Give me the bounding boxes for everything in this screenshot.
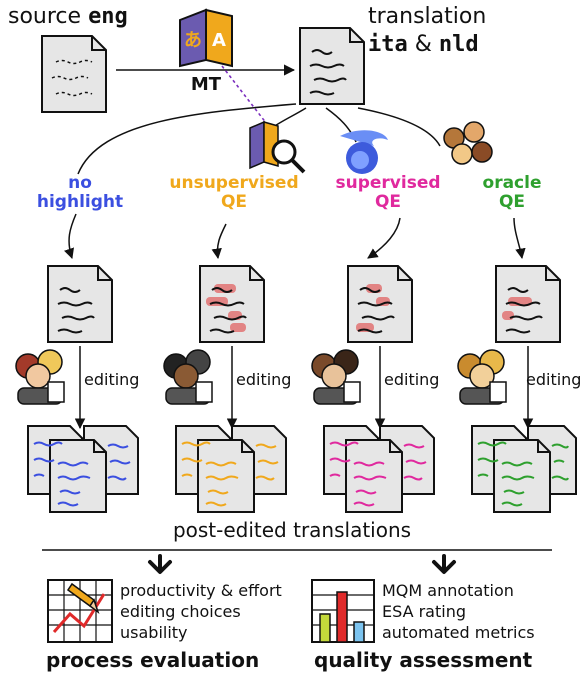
svg-text:あ: あ: [184, 30, 202, 51]
quality-item: ESA rating: [382, 602, 466, 621]
branch-arrows: [77, 103, 441, 175]
condition-label-line2: QE: [498, 192, 526, 212]
process-chart-icon: [47, 579, 113, 643]
quality-chart-icon: [311, 579, 375, 643]
source-document-icon: [41, 35, 107, 113]
draft-document-no-highlight: [47, 265, 113, 343]
condition-label-line2: QE: [220, 192, 248, 212]
condition-label-line1: supervised: [335, 173, 441, 193]
quality-item: MQM annotation: [382, 581, 514, 600]
condition-label-line1: no: [68, 173, 92, 193]
editing-label-1: editing: [84, 370, 140, 389]
mt-link-dashed: [221, 65, 271, 129]
ampersand: &: [414, 32, 432, 57]
editing-label-2: editing: [236, 370, 292, 389]
oracle-qe-icon: [443, 121, 493, 165]
editing-label-4: editing: [526, 370, 582, 389]
editors-icon-3: [311, 349, 361, 405]
svg-text:A: A: [212, 30, 226, 51]
post-edited-label: post-edited translations: [172, 518, 412, 542]
mt-label: MT: [190, 74, 222, 95]
translation-word: translation: [368, 4, 487, 29]
quality-item: automated metrics: [382, 623, 535, 642]
condition-label-line2: highlight: [36, 192, 124, 212]
editors-icon-4: [457, 349, 507, 405]
down-arrows: [64, 213, 526, 260]
condition-label-line1: oracle: [482, 173, 542, 193]
condition-no-highlight: no highlight: [37, 174, 123, 212]
editors-icon-1: [15, 349, 65, 405]
source-label: source eng: [8, 4, 128, 29]
evaluation-arrows: [148, 554, 456, 574]
translation-document-icon: [299, 27, 365, 105]
target-langs: ita & nld: [368, 32, 479, 57]
quality-items: MQM annotation ESA rating automated metr…: [382, 580, 535, 643]
editing-arrows: [74, 346, 534, 430]
supervised-qe-icon: [340, 130, 388, 174]
process-items: productivity & effort editing choices us…: [120, 580, 282, 643]
target-lang-1: ita: [368, 32, 408, 57]
source-lang: eng: [88, 4, 128, 29]
post-edited-stack-1: [27, 425, 139, 513]
process-evaluation-title: process evaluation: [46, 648, 260, 672]
mt-icon: あ A: [179, 8, 233, 68]
quality-assessment-title: quality assessment: [314, 648, 533, 672]
condition-supervised-qe: supervised QE: [335, 174, 440, 212]
condition-oracle-qe: oracle QE: [483, 174, 542, 212]
post-edited-stack-2: [175, 425, 287, 513]
process-item: productivity & effort: [120, 581, 282, 600]
editing-label-3: editing: [384, 370, 440, 389]
editors-icon-2: [163, 349, 213, 405]
condition-unsupervised-qe: unsupervised QE: [169, 174, 298, 212]
process-item: editing choices: [120, 602, 241, 621]
condition-label-line2: QE: [374, 192, 402, 212]
post-edited-stack-3: [323, 425, 435, 513]
draft-document-unsupervised-qe: [199, 265, 265, 343]
source-word: source: [8, 4, 82, 29]
target-lang-2: nld: [438, 32, 479, 57]
condition-label-line1: unsupervised: [169, 173, 299, 193]
draft-document-supervised-qe: [347, 265, 413, 343]
post-edited-stack-4: [471, 425, 577, 513]
draft-document-oracle-qe: [495, 265, 561, 343]
process-item: usability: [120, 623, 188, 642]
unsupervised-qe-icon: [249, 120, 306, 174]
